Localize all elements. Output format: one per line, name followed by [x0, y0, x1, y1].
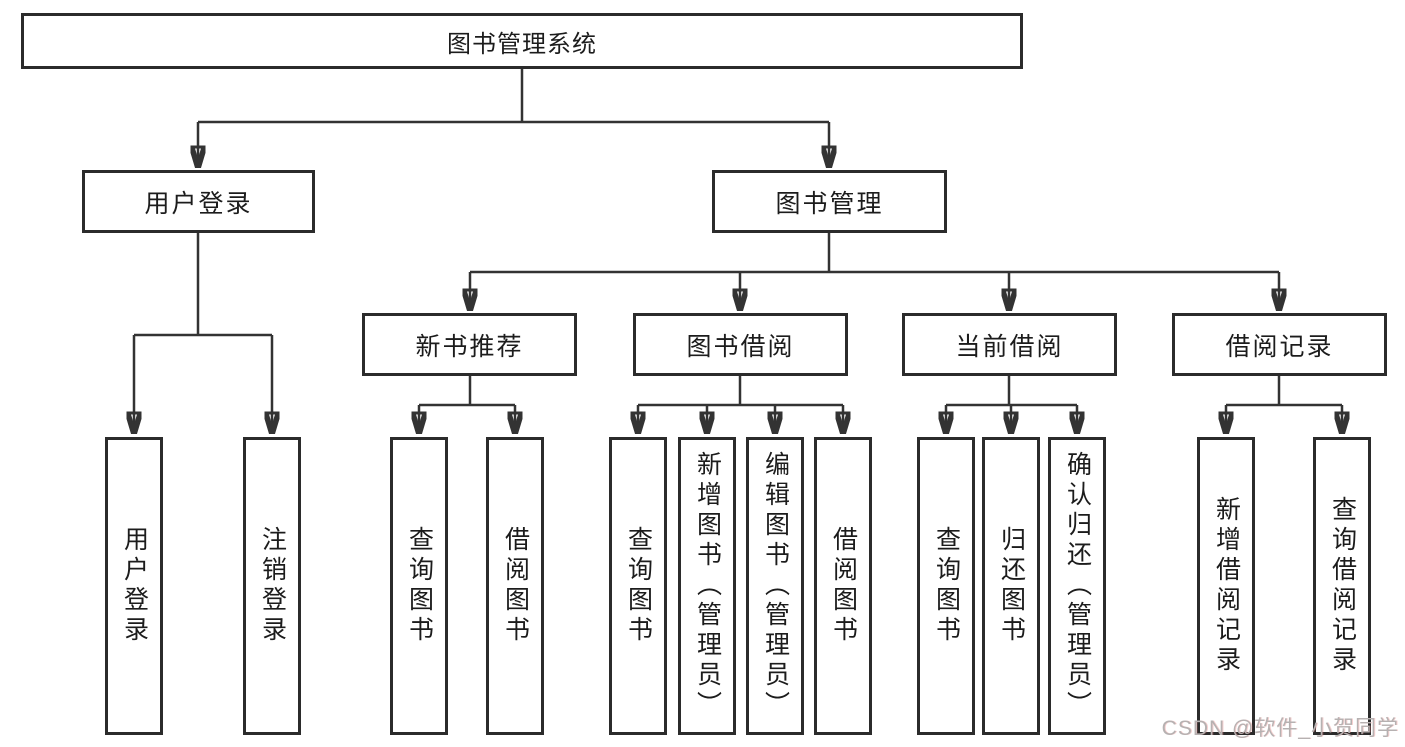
node-label: 图书借阅 [686, 332, 795, 361]
node-label: 查询图书 [405, 526, 434, 646]
node-label: 借阅记录 [1225, 332, 1334, 361]
leaf-borrow-borrow-books: 借阅图书 [814, 437, 872, 735]
node-label: 编辑图书（管理员） [761, 451, 790, 721]
node-label: 用户登录 [144, 189, 253, 218]
leaf-recommend-query-books: 查询图书 [390, 437, 448, 735]
node-label: 图书管理 [775, 189, 884, 218]
node-book-management: 图书管理 [712, 170, 947, 233]
node-new-book-recommend: 新书推荐 [362, 313, 577, 376]
node-label: 借阅图书 [829, 526, 858, 646]
leaf-borrow-add-books-admin: 新增图书（管理员） [678, 437, 736, 735]
node-book-borrow: 图书借阅 [633, 313, 848, 376]
node-label: 查询图书 [932, 526, 961, 646]
leaf-record-query-borrow-record: 查询借阅记录 [1313, 437, 1371, 735]
node-root: 图书管理系统 [21, 13, 1023, 69]
node-label: 新书推荐 [415, 332, 524, 361]
node-user-login: 用户登录 [82, 170, 315, 233]
node-borrow-record: 借阅记录 [1172, 313, 1387, 376]
node-label: 用户登录 [120, 526, 149, 646]
csdn-watermark: CSDN @软件_小贺同学 [1161, 717, 1399, 740]
node-current-borrow: 当前借阅 [902, 313, 1117, 376]
leaf-current-return-books: 归还图书 [982, 437, 1040, 735]
leaf-logout: 注销登录 [243, 437, 301, 735]
node-label: 新增图书（管理员） [693, 451, 722, 721]
node-label: 确认归还（管理员） [1063, 451, 1092, 721]
leaf-borrow-edit-books-admin: 编辑图书（管理员） [746, 437, 804, 735]
leaf-current-query-books: 查询图书 [917, 437, 975, 735]
leaf-recommend-borrow-books: 借阅图书 [486, 437, 544, 735]
node-label: 注销登录 [258, 526, 287, 646]
node-label: 查询借阅记录 [1328, 496, 1357, 676]
node-label: 查询图书 [624, 526, 653, 646]
leaf-record-add-borrow-record: 新增借阅记录 [1197, 437, 1255, 735]
node-label: 借阅图书 [501, 526, 530, 646]
leaf-current-confirm-return-admin: 确认归还（管理员） [1048, 437, 1106, 735]
leaf-borrow-query-books: 查询图书 [609, 437, 667, 735]
node-label: 当前借阅 [955, 332, 1064, 361]
node-label: 新增借阅记录 [1212, 496, 1241, 676]
leaf-user-login: 用户登录 [105, 437, 163, 735]
node-label: 归还图书 [997, 526, 1026, 646]
node-label: 图书管理系统 [447, 30, 597, 58]
